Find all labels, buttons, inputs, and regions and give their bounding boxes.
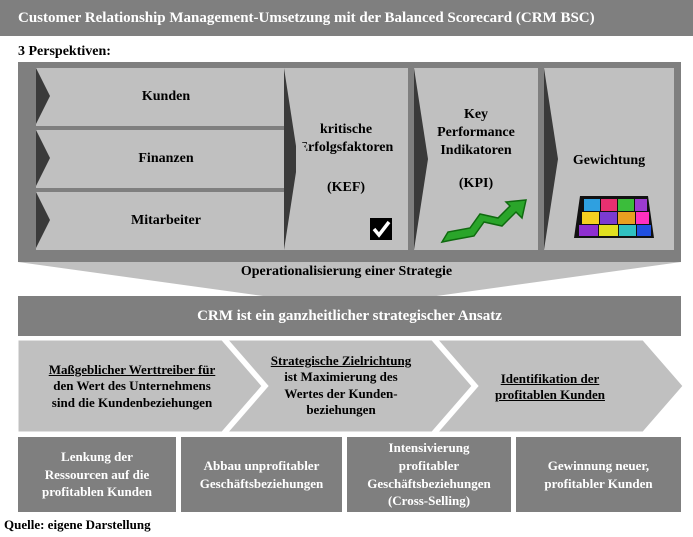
box-line: (Cross-Selling) (387, 493, 471, 509)
source-note: Quelle: eigene Darstellung (4, 517, 151, 532)
weighting-label: Gewichtung (572, 153, 646, 168)
chevron-shapes (17, 340, 684, 432)
box-gewinnung: Gewinnung neuer, profitabler Kunden (516, 437, 681, 512)
kpi-line1: Key (463, 107, 489, 122)
weighting-column: Gewichtung (544, 68, 674, 250)
box-line: Geschäftsbeziehungen (199, 475, 324, 491)
scorecard-panel: Kunden Finanzen Mitarbeiter kritische Er… (18, 62, 681, 262)
chevron-heading: Identifikation der (500, 371, 600, 386)
perspective-kunden: Kunden (36, 68, 310, 126)
funnel-label: Operationalisierung einer Strategie (240, 264, 453, 279)
kpi-line2: Performance (437, 125, 515, 141)
box-line: Gewinnung neuer, (547, 457, 650, 473)
box-line: profitablen Kunden (42, 484, 152, 500)
box-line: profitabler Kunden (544, 475, 653, 491)
chevron-heading: Strategische Zielrichtung (270, 353, 412, 368)
perspectives-heading: 3 Perspektiven: (18, 44, 111, 59)
rising-trend-arrow-icon (440, 198, 530, 246)
funnel-shape (18, 262, 681, 308)
box-line: Abbau unprofitabler (203, 457, 320, 473)
perspective-finanzen: Finanzen (36, 130, 310, 188)
box-line: Ressourcen auf die (44, 466, 150, 482)
box-line: Geschäftsbeziehungen (367, 475, 491, 491)
chevron-heading: Maßgeblicher Werttreiber für (48, 362, 216, 377)
chevron-identifikation: Identifikation der profitablen Kunden (470, 371, 630, 404)
chevron-zielrichtung: Strategische Zielrichtung ist Maximierun… (246, 353, 436, 418)
kpi-column: Key Performance Indikatoren (KPI) (414, 68, 538, 250)
kpi-line3: Indikatoren (440, 143, 512, 159)
chevron-line: beziehungen (306, 401, 376, 417)
kpi-abbr: (KPI) (458, 175, 494, 191)
box-line: Lenkung der (61, 449, 133, 465)
kef-line1: kritische (319, 121, 373, 137)
crm-banner: CRM ist ein ganzheitlicher strategischer… (18, 296, 681, 336)
kef-line2: Erfolgsfaktoren (298, 139, 394, 155)
checkbox-check-icon (370, 218, 392, 240)
box-line: Intensivierung (388, 440, 470, 456)
chevron-line: sind die Kundenbeziehungen (51, 394, 213, 410)
chevron-werttreiber: Maßgeblicher Werttreiber für den Wert de… (26, 362, 238, 411)
chevron-line: Wertes der Kunden- (284, 385, 398, 401)
diagram-title: Customer Relationship Management-Umsetzu… (0, 0, 693, 36)
chevron-line: den Wert des Unternehmens (53, 378, 211, 394)
perspective-label: Kunden (141, 88, 191, 104)
perspective-label: Finanzen (138, 150, 194, 166)
chevron-heading: profitablen Kunden (495, 387, 605, 403)
puzzle-icon (572, 194, 656, 240)
perspective-mitarbeiter: Mitarbeiter (36, 192, 310, 250)
kef-abbr: (KEF) (326, 180, 366, 196)
perspective-label: Mitarbeiter (131, 212, 201, 228)
box-line: profitabler (398, 457, 460, 473)
chevron-line: ist Maximierung des (284, 369, 398, 385)
